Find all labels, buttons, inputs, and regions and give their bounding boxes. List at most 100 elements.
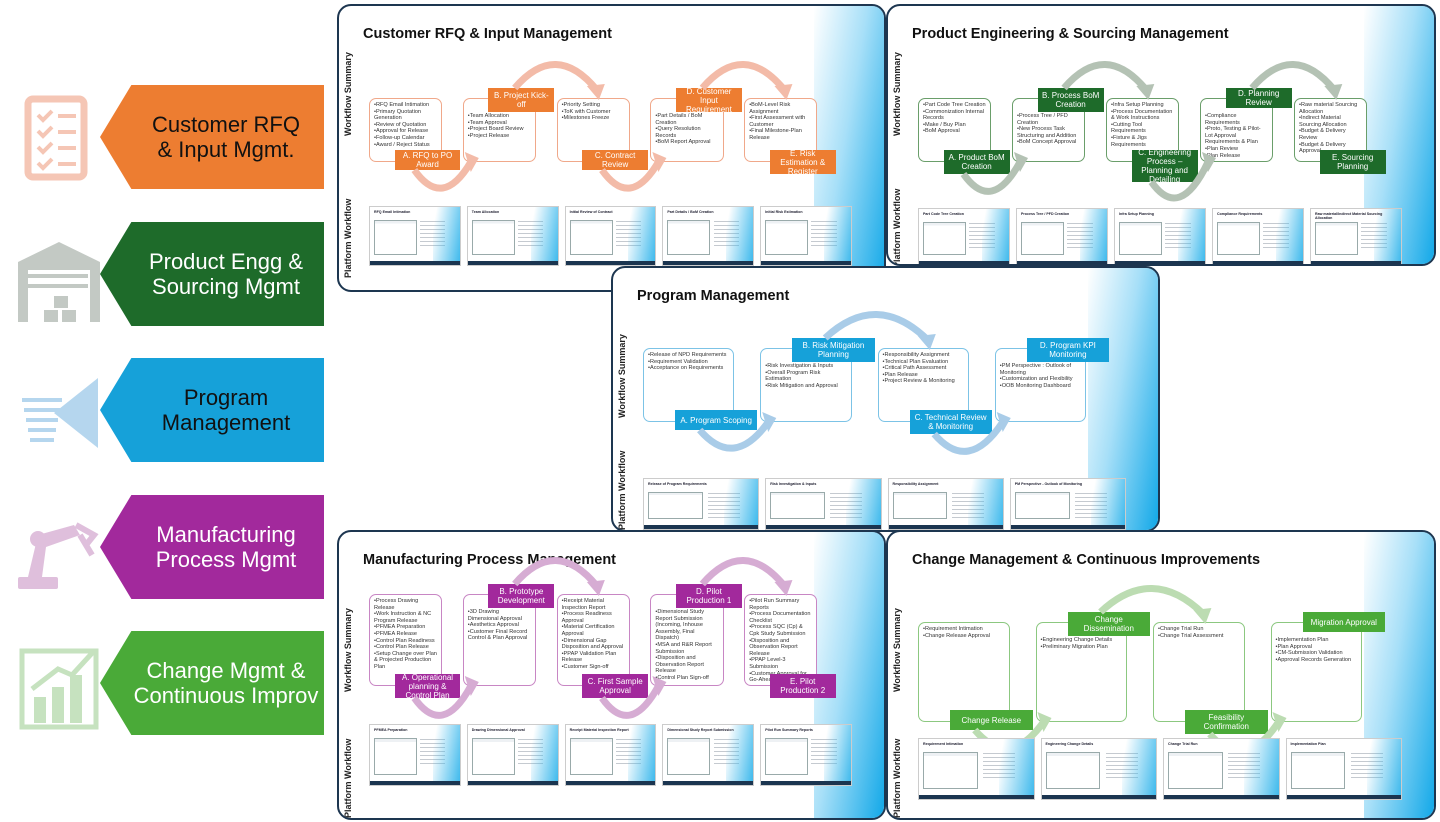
- corner-gradient: [1276, 209, 1303, 264]
- step-item: •Disposition and Observation Report Rele…: [749, 637, 798, 657]
- sidebar-item-label: Customer RFQ & Input Mgmt.: [152, 112, 300, 162]
- platform-screenshot[interactable]: Initial Review of Contract: [564, 206, 657, 266]
- form-preview: [471, 738, 515, 775]
- growth-chart-icon: [19, 648, 99, 730]
- step-item: •First Assessment with Customer: [749, 115, 806, 128]
- step-item: •Part Code Tree Creation: [923, 102, 986, 108]
- step-header[interactable]: Migration Approval: [1302, 612, 1386, 632]
- step-item: •Change Trial Run: [1158, 626, 1204, 632]
- platform-screenshot[interactable]: RFQ Email Intimation: [369, 206, 461, 266]
- step-item: •Customer Approval for Go-Ahead: [749, 670, 807, 684]
- step-header[interactable]: E. Sourcing Planning: [1319, 150, 1386, 174]
- step-box: •Change Trial Run•Change Trial Assessmen…: [1153, 622, 1245, 722]
- step-item: •Control Plan Sign-off: [655, 674, 709, 681]
- step-header[interactable]: B. Project Kick-off: [488, 88, 555, 112]
- platform-screenshot[interactable]: Process Tree / PFD Creation: [1016, 208, 1108, 264]
- sidebar-item-3[interactable]: Program Management: [100, 358, 324, 462]
- platform-screenshot[interactable]: Drawing Dimensional Approval: [466, 724, 559, 786]
- platform-screenshot[interactable]: Implementation Plan: [1285, 738, 1402, 800]
- step-header[interactable]: E. Risk Estimation & Register: [769, 149, 836, 176]
- step-item: •Control Plan Readiness: [374, 637, 435, 644]
- step-box: •Engineering Change Details•Preliminary …: [1035, 622, 1128, 722]
- platform-screenshot[interactable]: PM Perspective - Outlook of Monitoring: [1009, 478, 1126, 530]
- step-header[interactable]: A. Operational planning & Control Plan: [394, 673, 461, 700]
- step-item: •Compliance Requirements: [1205, 113, 1240, 126]
- platform-screenshot[interactable]: Requirement Intimation: [918, 738, 1035, 800]
- screenshot-title: Drawing Dimensional Approval: [471, 728, 525, 732]
- step-header[interactable]: D. Planning Review: [1225, 88, 1292, 108]
- step-header[interactable]: Change Release: [950, 710, 1033, 730]
- form-preview: [569, 220, 613, 255]
- platform-screenshot[interactable]: PFMEA Preparation: [369, 724, 461, 786]
- step-item: •Material Certification Approval: [561, 624, 615, 637]
- platform-screenshot[interactable]: Compliance Requirements: [1212, 208, 1304, 264]
- step-header[interactable]: B. Process BoM Creation: [1037, 88, 1104, 112]
- footer-bar: [888, 525, 1003, 529]
- platform-screenshot[interactable]: Responsibility Assignment: [887, 478, 1004, 530]
- footer-bar: [1115, 261, 1205, 264]
- screenshot-title: Team Allocation: [471, 210, 500, 214]
- form-preview: [1045, 752, 1101, 789]
- screenshot-title: Process Tree / PFD Creation: [1021, 212, 1070, 216]
- platform-workflow-label: Platform Workflow: [343, 738, 353, 818]
- corner-gradient: [846, 479, 881, 529]
- step-item: •Follow-up Calendar: [374, 134, 425, 141]
- step-header[interactable]: D. Pilot Production 1: [676, 584, 742, 608]
- step-item: •Work Instruction & NC Program Release: [374, 611, 432, 624]
- step-item: •Process SQC (Cp) & Cpk Study Submission: [749, 624, 806, 637]
- step-header[interactable]: Change Dissemination: [1067, 612, 1151, 636]
- step-label: C. Engineering Process – Planning and De…: [1138, 148, 1192, 184]
- platform-screenshot[interactable]: Part Code Tree Creation: [918, 208, 1010, 264]
- step-label: Feasibility Confirmation: [1203, 713, 1249, 731]
- footer-bar: [565, 261, 656, 265]
- platform-screenshot[interactable]: Part Details / BoM Creation: [662, 206, 755, 266]
- step-box: •Process Drawing Release•Work Instructio…: [369, 594, 443, 686]
- step-header[interactable]: C. First Sample Approval: [582, 674, 649, 698]
- platform-screenshot[interactable]: Receipt Material Inspection Report: [564, 724, 657, 786]
- platform-screenshot[interactable]: Dimensional Study Report Submission: [662, 724, 755, 786]
- step-item: •Overall Program Risk Estimation: [765, 369, 821, 383]
- step-item: •Process Drawing Release: [374, 598, 419, 611]
- step-header[interactable]: E. Pilot Production 2: [769, 674, 836, 698]
- platform-screenshot[interactable]: Risk Investigation & Inputs: [765, 478, 882, 530]
- platform-screenshot[interactable]: Change Trial Run: [1163, 738, 1280, 800]
- sidebar-item-4[interactable]: Manufacturing Process Mgmt: [100, 495, 324, 599]
- step-header[interactable]: C. Engineering Process – Planning and De…: [1131, 148, 1198, 184]
- step-header[interactable]: A. Product BoM Creation: [943, 150, 1010, 174]
- sidebar-item-5[interactable]: Change Mgmt & Continuous Improv: [100, 631, 324, 735]
- platform-screenshot[interactable]: Infra Setup Planning: [1114, 208, 1206, 264]
- step-item: •Acceptance on Requirements: [648, 365, 724, 372]
- step-header[interactable]: B. Prototype Development: [488, 584, 555, 608]
- step-header[interactable]: B. Risk Mitigation Planning: [792, 338, 875, 362]
- platform-screenshot[interactable]: Raw material/Indirect Material Sourcing …: [1310, 208, 1402, 264]
- step-item: •RFQ Email Intimation: [374, 102, 430, 108]
- step-item: •Plan Approval: [1275, 643, 1312, 650]
- screenshot-title: Pilot Run Summary Reports: [765, 728, 813, 732]
- step-header[interactable]: C. Technical Review & Monitoring: [909, 410, 992, 434]
- step-header[interactable]: D. Program KPI Monitoring: [1026, 338, 1110, 362]
- step-header[interactable]: A. RFQ to PO Award: [394, 150, 461, 170]
- platform-screenshot[interactable]: Pilot Run Summary Reports: [760, 724, 852, 786]
- sidebar-item-2[interactable]: Product Engg & Sourcing Mgmt: [100, 222, 324, 326]
- step-header[interactable]: A. Program Scoping: [675, 410, 758, 430]
- step-header[interactable]: Feasibility Confirmation: [1185, 710, 1268, 734]
- step-item: •Review of Quotation: [374, 121, 427, 128]
- step-item: •Setup Change over Plan & Projected Prod…: [374, 650, 437, 670]
- platform-screenshot[interactable]: Initial Risk Estimation: [760, 206, 852, 266]
- form-preview: [471, 220, 515, 255]
- step-header[interactable]: D. Customer Input Requirement: [676, 87, 742, 114]
- step-box: •Dimensional Study Report Submission (In…: [650, 594, 724, 686]
- screenshot-title: Initial Risk Estimation: [765, 210, 803, 214]
- panel-pe: Product Engineering & Sourcing Managemen…: [886, 4, 1436, 266]
- step-header[interactable]: C. Contract Review: [582, 150, 649, 170]
- platform-screenshot[interactable]: Release of Program Requirements: [643, 478, 760, 530]
- platform-screenshot[interactable]: Team Allocation: [466, 206, 559, 266]
- platform-screenshot[interactable]: Engineering Change Details: [1040, 738, 1157, 800]
- screenshot-title: Part Code Tree Creation: [923, 212, 964, 216]
- screenshot-title: Requirement Intimation: [923, 742, 964, 746]
- corner-gradient: [824, 207, 851, 265]
- sidebar-item-1[interactable]: Customer RFQ & Input Mgmt.: [100, 85, 324, 189]
- panel-title: Customer RFQ & Input Management: [363, 26, 612, 42]
- step-item: •Customer Final Record Control & Plan Ap…: [467, 628, 528, 642]
- screenshot-title: PM Perspective - Outlook of Monitoring: [1014, 482, 1083, 486]
